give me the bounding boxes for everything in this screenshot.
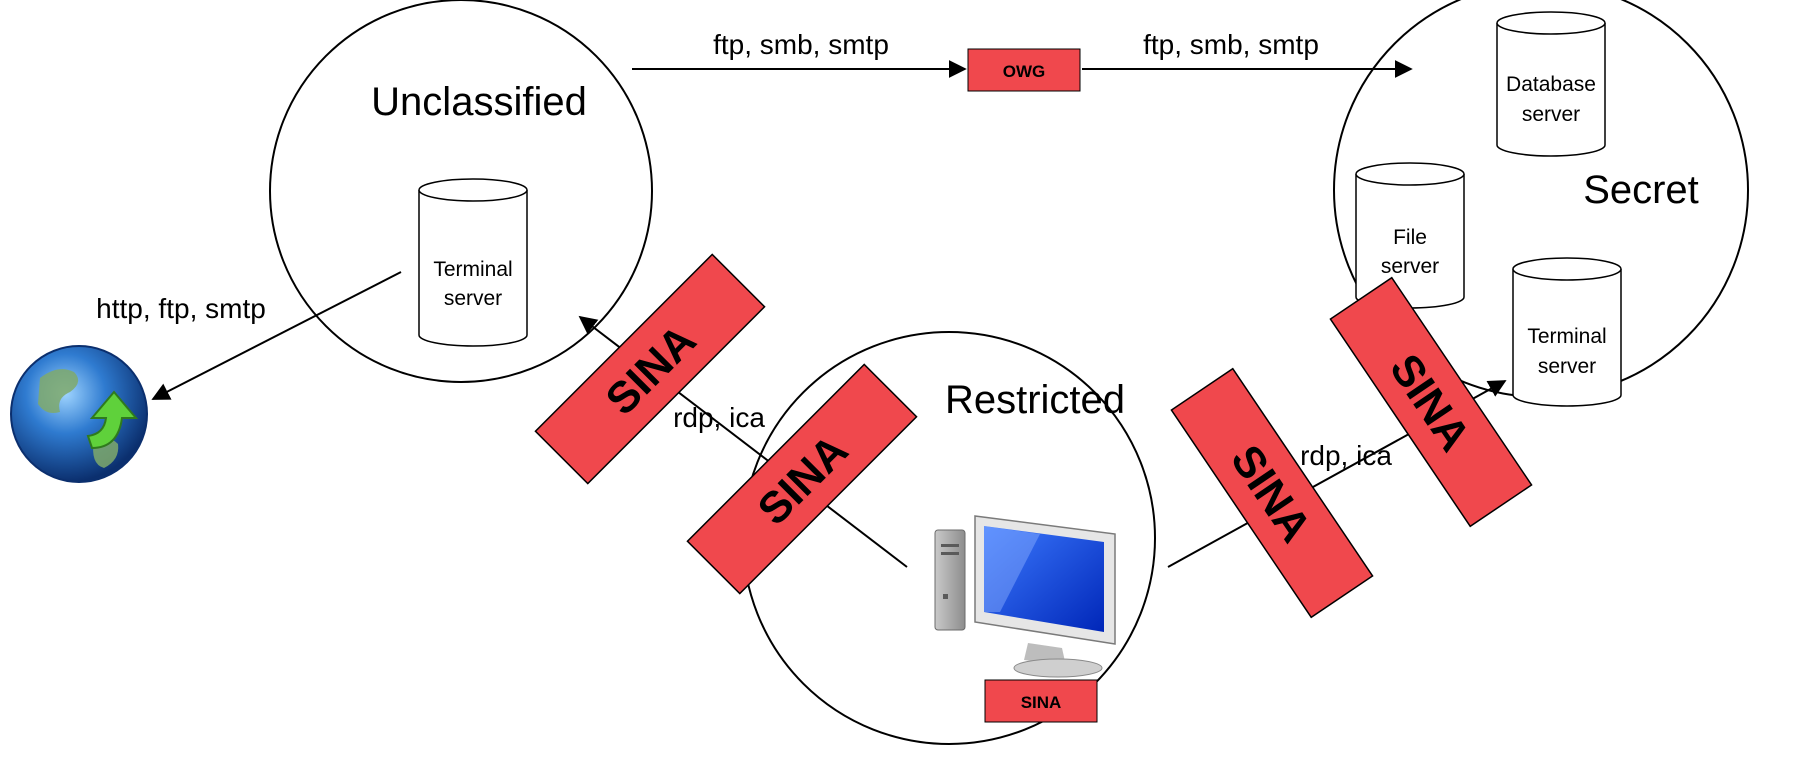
- sina-box-label: SINA: [1021, 693, 1062, 712]
- restricted-label: Restricted: [945, 378, 1125, 422]
- computer-icon: [934, 515, 1116, 678]
- sina-box: [984, 679, 1098, 723]
- server-label-line2: server: [1522, 103, 1580, 126]
- sina-bar-restricted-right: SINA: [1170, 367, 1374, 619]
- database-server: Database server: [1496, 11, 1606, 157]
- unclassified-zone: [269, 0, 653, 383]
- server-label-line1: Database: [1506, 73, 1596, 96]
- sina-bar-restricted-left: SINA: [686, 363, 918, 595]
- secret-terminal-server: Terminal server: [1512, 257, 1622, 407]
- server-label-line2: server: [1538, 355, 1596, 378]
- secret-label: Secret: [1583, 168, 1699, 212]
- unclassified-label: Unclassified: [371, 80, 587, 124]
- owg-to-secret-label: ftp, smb, smtp: [1143, 29, 1319, 60]
- restricted-to-secret-label: rdp, ica: [1300, 440, 1392, 471]
- owg-label: OWG: [1003, 62, 1046, 81]
- owg-box: [967, 48, 1081, 92]
- sina-bar-unclassified: SINA: [534, 253, 766, 485]
- uncl-to-owg-label: ftp, smb, smtp: [713, 29, 889, 60]
- server-label-line1: Terminal: [433, 258, 512, 281]
- file-server: File server: [1355, 162, 1465, 309]
- sina-bar-secret: SINA: [1329, 276, 1533, 528]
- server-label-line2: server: [444, 287, 502, 310]
- unclassified-terminal-server: Terminal server: [418, 178, 528, 347]
- restricted-to-uncl-label: rdp, ica: [673, 402, 765, 433]
- internet-arrow: [151, 271, 402, 400]
- server-label-line2: server: [1381, 255, 1439, 278]
- server-label-line1: Terminal: [1527, 325, 1606, 348]
- globe-icon: [10, 345, 148, 483]
- server-label-line1: File: [1393, 226, 1427, 249]
- internet-label: http, ftp, smtp: [96, 293, 266, 324]
